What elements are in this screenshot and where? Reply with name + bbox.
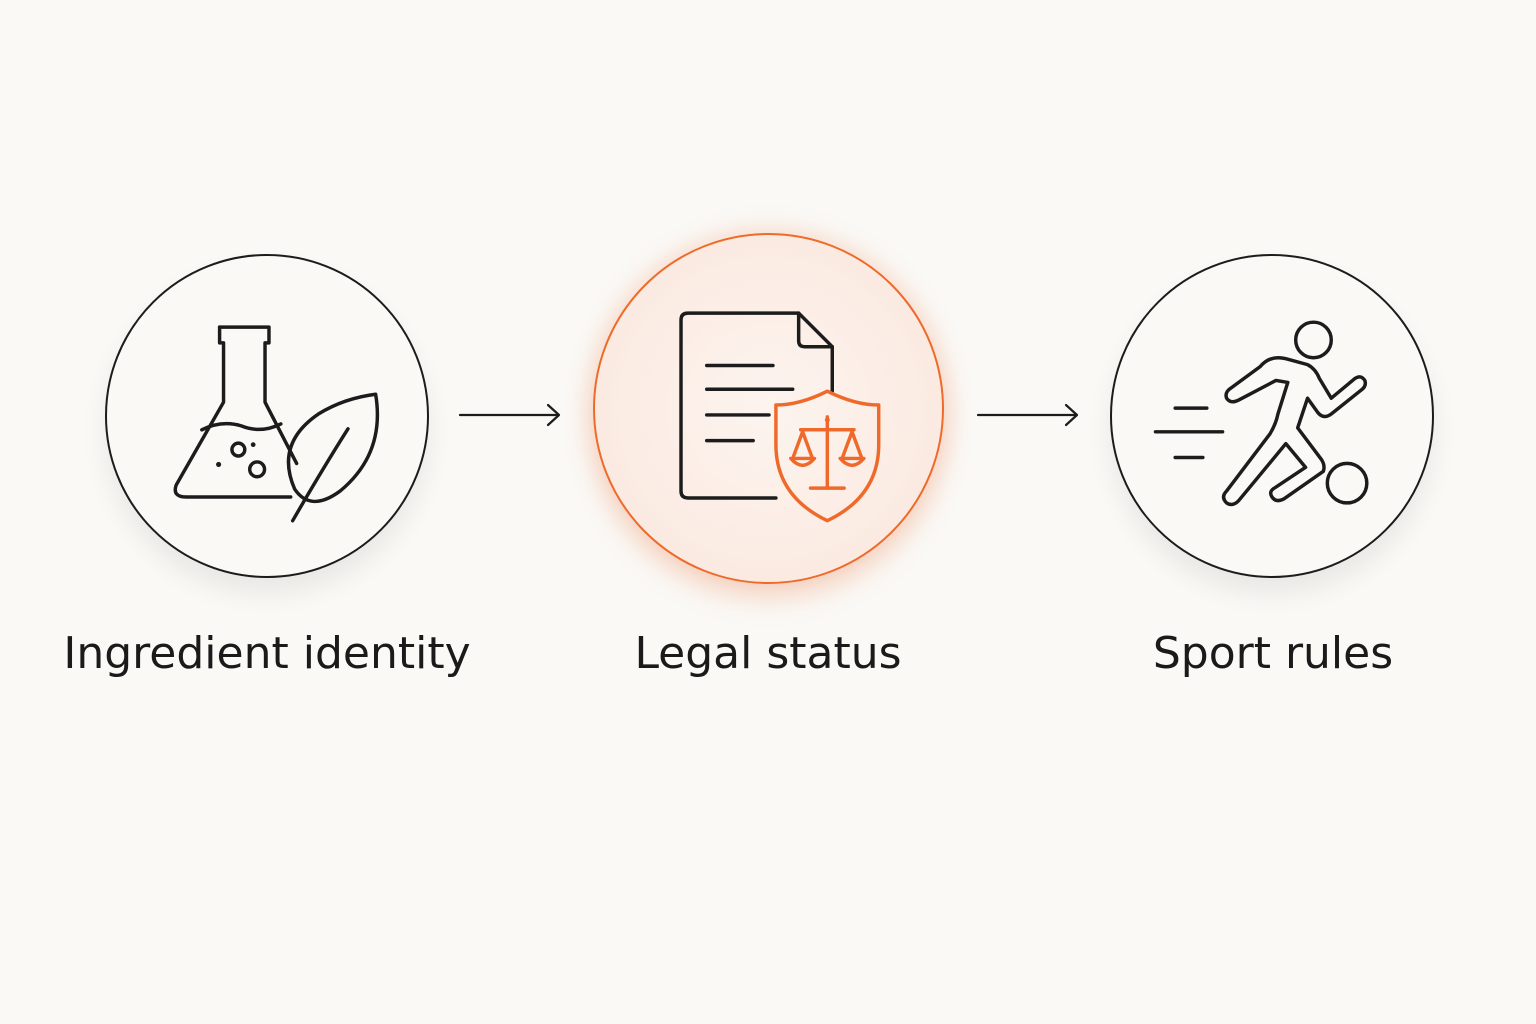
arrow-right-icon xyxy=(976,403,1079,427)
document-shield-scales-icon xyxy=(679,311,881,523)
arrow-right-icon xyxy=(458,403,561,427)
ingredient-identity-circle xyxy=(105,254,429,578)
sport-rules-circle xyxy=(1110,254,1434,578)
step-label-sport-rules: Sport rules xyxy=(1152,628,1394,679)
flask-leaf-icon xyxy=(173,325,380,523)
step-label-ingredient-identity: Ingredient identity xyxy=(63,628,471,679)
step-label-legal-status: Legal status xyxy=(634,628,902,679)
legal-status-circle xyxy=(593,233,944,584)
running-player-ball-icon xyxy=(1153,320,1369,507)
